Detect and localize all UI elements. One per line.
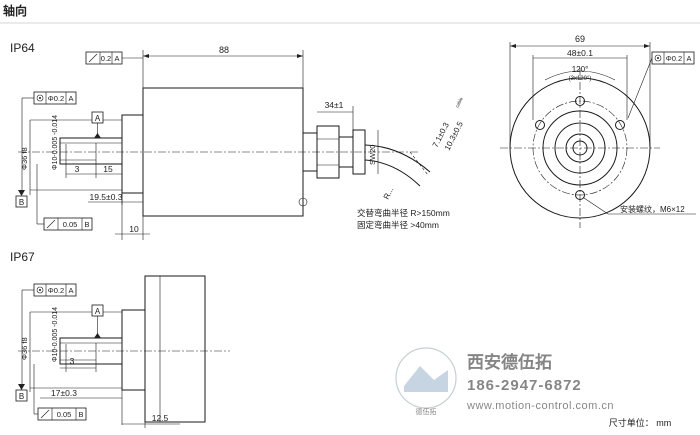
front-hole-top bbox=[575, 96, 585, 106]
front-dim-69: 69 bbox=[575, 34, 585, 44]
front-dim-120: 120° bbox=[572, 65, 589, 74]
watermark-logo bbox=[395, 347, 457, 409]
ip64-dim-19-5: 19.5±0.3 bbox=[89, 192, 122, 202]
ip64-tol-pos: Φ0.2 bbox=[48, 94, 64, 103]
ip64-dim-sw20: SW20 bbox=[368, 145, 377, 165]
ip64-housing bbox=[142, 87, 304, 217]
ip67-tol-pos: Φ0.2 bbox=[48, 286, 64, 295]
page-title: 轴向 bbox=[3, 3, 27, 18]
ip67-dim-17: 17±0.3 bbox=[51, 388, 77, 398]
ip64-dim-3: 3 bbox=[75, 164, 80, 174]
ip64-tol-pos-ref: A bbox=[68, 94, 73, 103]
front-note-screw: 安装螺纹，M6×12 bbox=[620, 204, 685, 214]
watermark-company: 西安德伍拓 bbox=[467, 352, 552, 372]
unit-note: 尺寸单位： mm bbox=[609, 417, 672, 428]
ip64-datum-b: B bbox=[19, 198, 24, 207]
ip67-tol-runout-ref: B bbox=[78, 410, 83, 419]
ip64-cable bbox=[364, 144, 431, 187]
front-view: 69 48±0.1 120° (3x120°) Φ0.2 A 安装螺纹，M6×1… bbox=[500, 34, 696, 228]
watermark-phone: 186-2947-6872 bbox=[467, 377, 582, 394]
ip67-dim-phi36: Φ36 f8 bbox=[20, 337, 29, 360]
ip67-datum-a: A bbox=[95, 307, 101, 316]
ip67-flange bbox=[121, 309, 146, 391]
ip64-note-bend-2: 固定弯曲半径 >40mm bbox=[357, 220, 439, 230]
ip64-dim-phi36: Φ36 f8 bbox=[20, 147, 29, 170]
front-tol-pos-ref: A bbox=[686, 54, 691, 63]
front-tol-pos: Φ0.2 bbox=[666, 54, 682, 63]
ip67-label: IP67 bbox=[10, 250, 35, 264]
ip67-dim-3: 3 bbox=[70, 356, 75, 366]
dim-88: 88 bbox=[219, 45, 229, 55]
ip64-tol-flat-ref: A bbox=[114, 54, 119, 63]
ip67-view: IP67 Φ0.2 A A B Φ36 f8 Φ10-0.005 -0.014 bbox=[10, 250, 230, 428]
ip64-note-bend-1: 交替弯曲半径 R>150mm bbox=[357, 208, 450, 218]
ip67-tol-runout: 0.05 bbox=[57, 410, 72, 419]
ip64-dim-phi10: Φ10-0.005 -0.014 bbox=[52, 115, 59, 170]
front-dim-3x120: (3x120°) bbox=[569, 76, 592, 82]
ip64-dim-34: 34±1 bbox=[325, 100, 344, 110]
watermark: 德伍拓 西安德伍拓 186-2947-6872 www.motion-contr… bbox=[395, 347, 614, 416]
ip67-housing bbox=[144, 275, 206, 423]
ip64-tol-runout-ref: B bbox=[84, 220, 89, 229]
front-hole-right bbox=[615, 120, 625, 130]
ip64-cable-note-small: cable bbox=[454, 96, 464, 108]
ip67-datum-b: B bbox=[19, 392, 24, 401]
ip64-flange bbox=[121, 114, 144, 194]
ip64-tol-runout: 0.05 bbox=[63, 220, 78, 229]
ip64-label: IP64 bbox=[10, 41, 35, 55]
watermark-url: www.motion-control.com.cn bbox=[466, 400, 614, 412]
front-hole-left bbox=[535, 120, 545, 130]
ip64-shaft bbox=[59, 137, 123, 165]
ip67-dim-phi10: Φ10-0.005 -0.014 bbox=[52, 307, 59, 362]
front-dim-48: 48±0.1 bbox=[567, 48, 593, 58]
ip64-datum-a: A bbox=[95, 114, 101, 123]
watermark-badge: 德伍拓 bbox=[416, 407, 437, 416]
ip64-dim-radius: R... bbox=[382, 186, 396, 201]
ip64-dim-15: 15 bbox=[103, 164, 113, 174]
ip64-view: IP64 88 0.2 bbox=[10, 41, 465, 240]
ip67-dim-12-5: 12.5 bbox=[152, 413, 169, 423]
ip64-dim-10: 10 bbox=[129, 224, 139, 234]
front-hole-bottom bbox=[575, 190, 585, 200]
ip64-tol-flat: 0.2 bbox=[101, 54, 111, 63]
ip67-tol-pos-ref: A bbox=[68, 286, 73, 295]
